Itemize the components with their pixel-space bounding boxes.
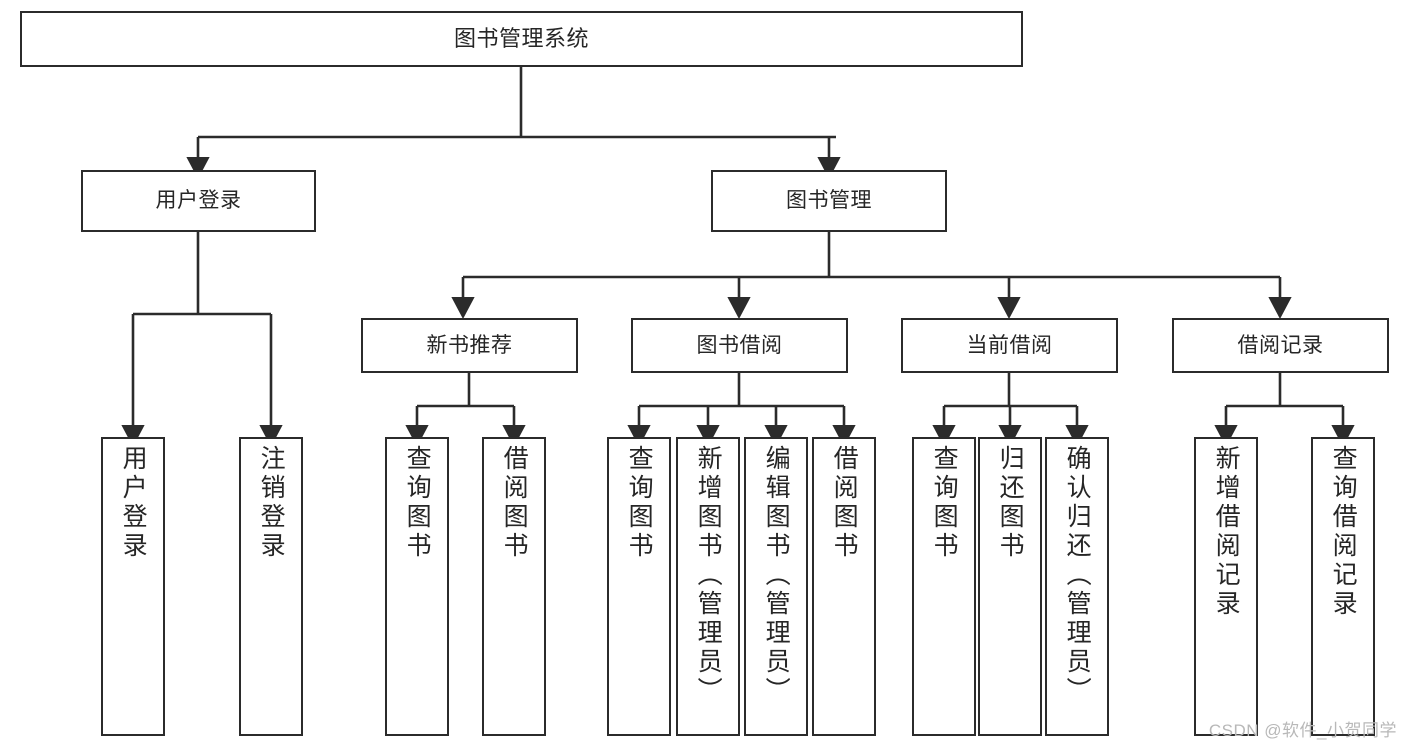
leaf-query-borrow-record[interactable]: 查询借阅记录 [1311,437,1375,736]
watermark-text: CSDN @软件_小贺同学 [1208,721,1397,740]
node-borrow-record[interactable]: 借阅记录 [1172,318,1389,373]
node-label: 借阅记录 [1237,333,1324,357]
leaf-borrow-book[interactable]: 借阅图书 [812,437,876,736]
node-label: 新增借阅记录 [1212,445,1241,619]
node-label: 图书管理系统 [453,26,589,52]
leaf-user-login[interactable]: 用户登录 [101,437,165,736]
node-label: 用户登录 [119,445,148,561]
node-label: 新书推荐 [426,333,513,357]
node-label: 确认归还（管理员） [1063,445,1092,706]
node-label: 用户登录 [155,189,242,213]
node-label: 图书借阅 [696,333,783,357]
leaf-add-borrow-record[interactable]: 新增借阅记录 [1194,437,1258,736]
node-new-book-recommend[interactable]: 新书推荐 [361,318,578,373]
node-label: 注销登录 [257,445,286,561]
leaf-query-book-borrow[interactable]: 查询图书 [607,437,671,736]
node-label: 编辑图书（管理员） [762,445,791,706]
node-label: 借阅图书 [500,445,529,561]
node-label: 查询图书 [403,445,432,561]
node-label: 查询借阅记录 [1329,445,1358,619]
node-label: 当前借阅 [966,333,1053,357]
node-label: 新增图书（管理员） [694,445,723,706]
node-label: 归还图书 [996,445,1025,561]
node-current-borrow[interactable]: 当前借阅 [901,318,1118,373]
node-root-system[interactable]: 图书管理系统 [20,11,1023,67]
leaf-edit-book-admin[interactable]: 编辑图书（管理员） [744,437,808,736]
leaf-add-book-admin[interactable]: 新增图书（管理员） [676,437,740,736]
node-label: 查询图书 [930,445,959,561]
leaf-query-book-newbook[interactable]: 查询图书 [385,437,449,736]
node-user-login[interactable]: 用户登录 [81,170,316,232]
leaf-borrow-book-newbook[interactable]: 借阅图书 [482,437,546,736]
node-label: 图书管理 [786,189,872,213]
node-label: 查询图书 [625,445,654,561]
leaf-return-book[interactable]: 归还图书 [978,437,1042,736]
leaf-query-book-current[interactable]: 查询图书 [912,437,976,736]
leaf-confirm-return-admin[interactable]: 确认归还（管理员） [1045,437,1109,736]
node-book-management[interactable]: 图书管理 [711,170,947,232]
leaf-logout-login[interactable]: 注销登录 [239,437,303,736]
node-label: 借阅图书 [830,445,859,561]
node-book-borrow[interactable]: 图书借阅 [631,318,848,373]
